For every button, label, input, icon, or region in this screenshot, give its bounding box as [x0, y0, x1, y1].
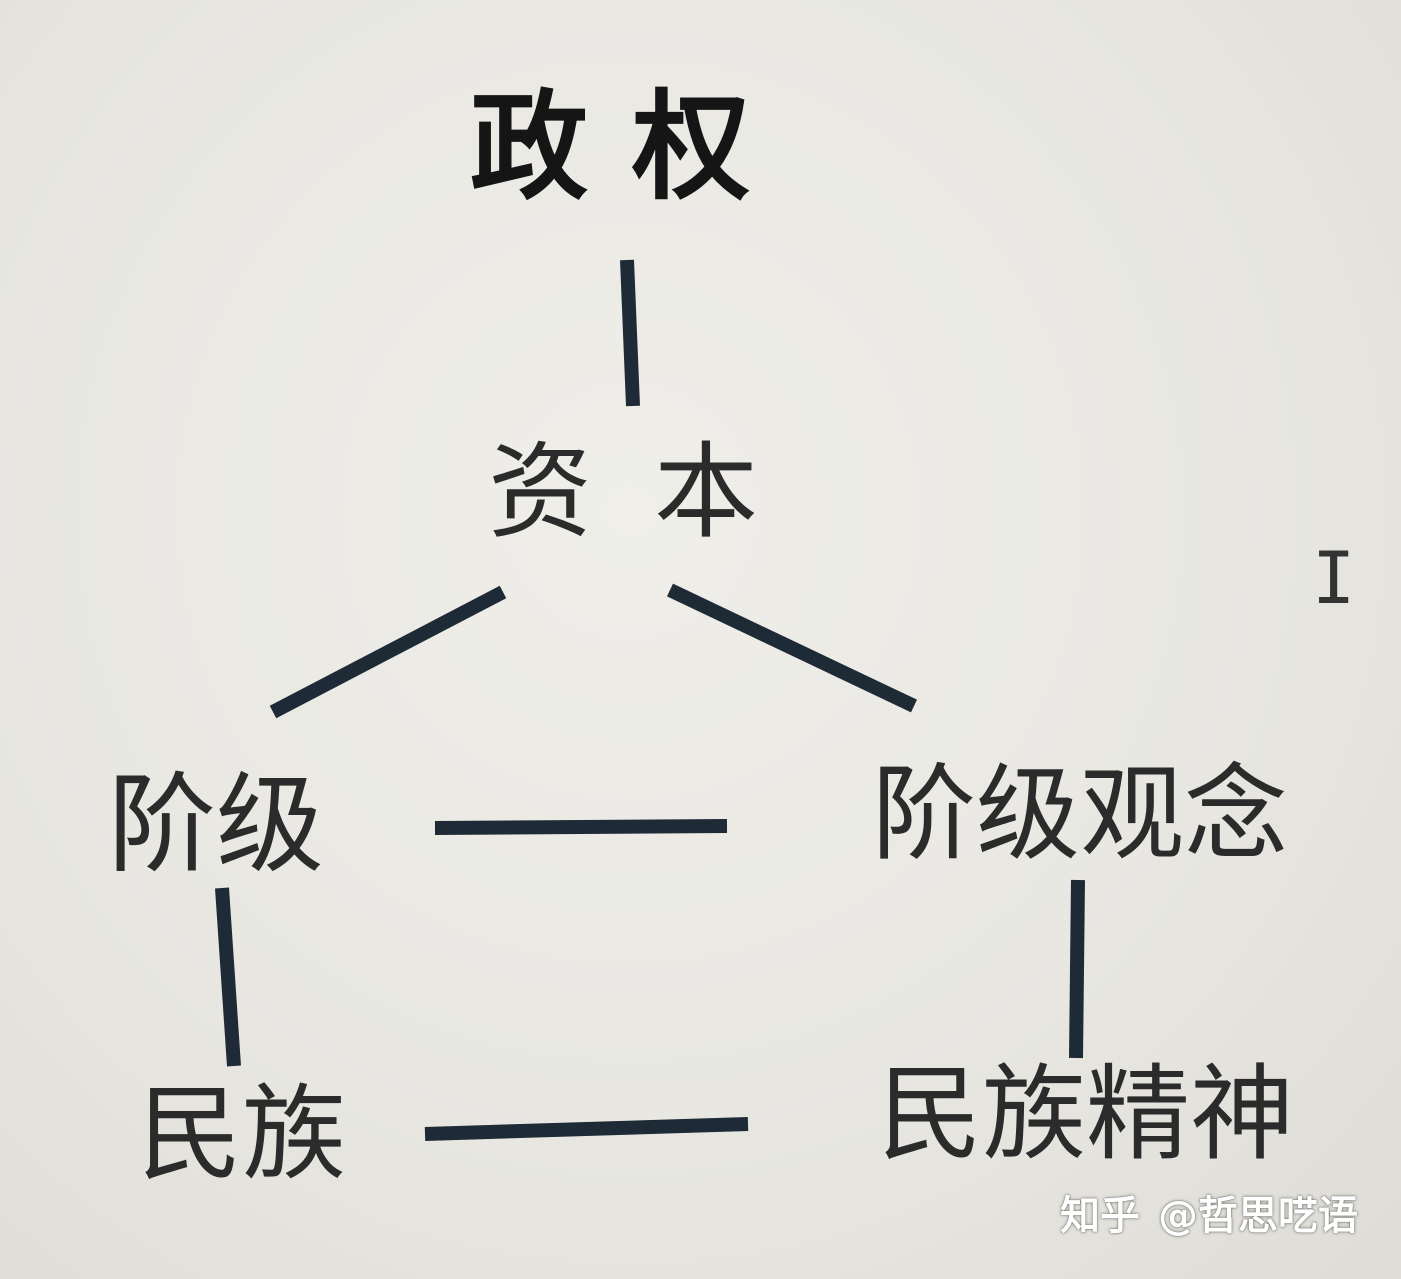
watermark-user: @哲思呓语 — [1158, 1193, 1358, 1239]
line-capital-class — [269, 585, 507, 719]
node-capital: 资本 — [488, 431, 821, 553]
line-capital-class-concept — [666, 583, 918, 713]
node-nation: 民族 — [138, 1073, 347, 1195]
node-national-spirit: 民族精神 — [878, 1053, 1295, 1175]
watermark-brand: 知乎 — [1060, 1193, 1140, 1239]
line-nation-national-spirit — [424, 1117, 749, 1141]
watermark: 知乎 @哲思呓语 — [1060, 1196, 1358, 1236]
line-class-nation — [215, 887, 241, 1067]
line-title-capital — [620, 259, 640, 407]
line-class-class-concept — [434, 819, 728, 835]
text-cursor-icon: I — [1312, 536, 1356, 620]
node-title: 政权 — [470, 77, 795, 216]
node-class-concept: 阶级观念 — [872, 753, 1289, 875]
line-class-concept-national-spirit — [1069, 879, 1085, 1059]
node-class: 阶级 — [108, 763, 325, 888]
